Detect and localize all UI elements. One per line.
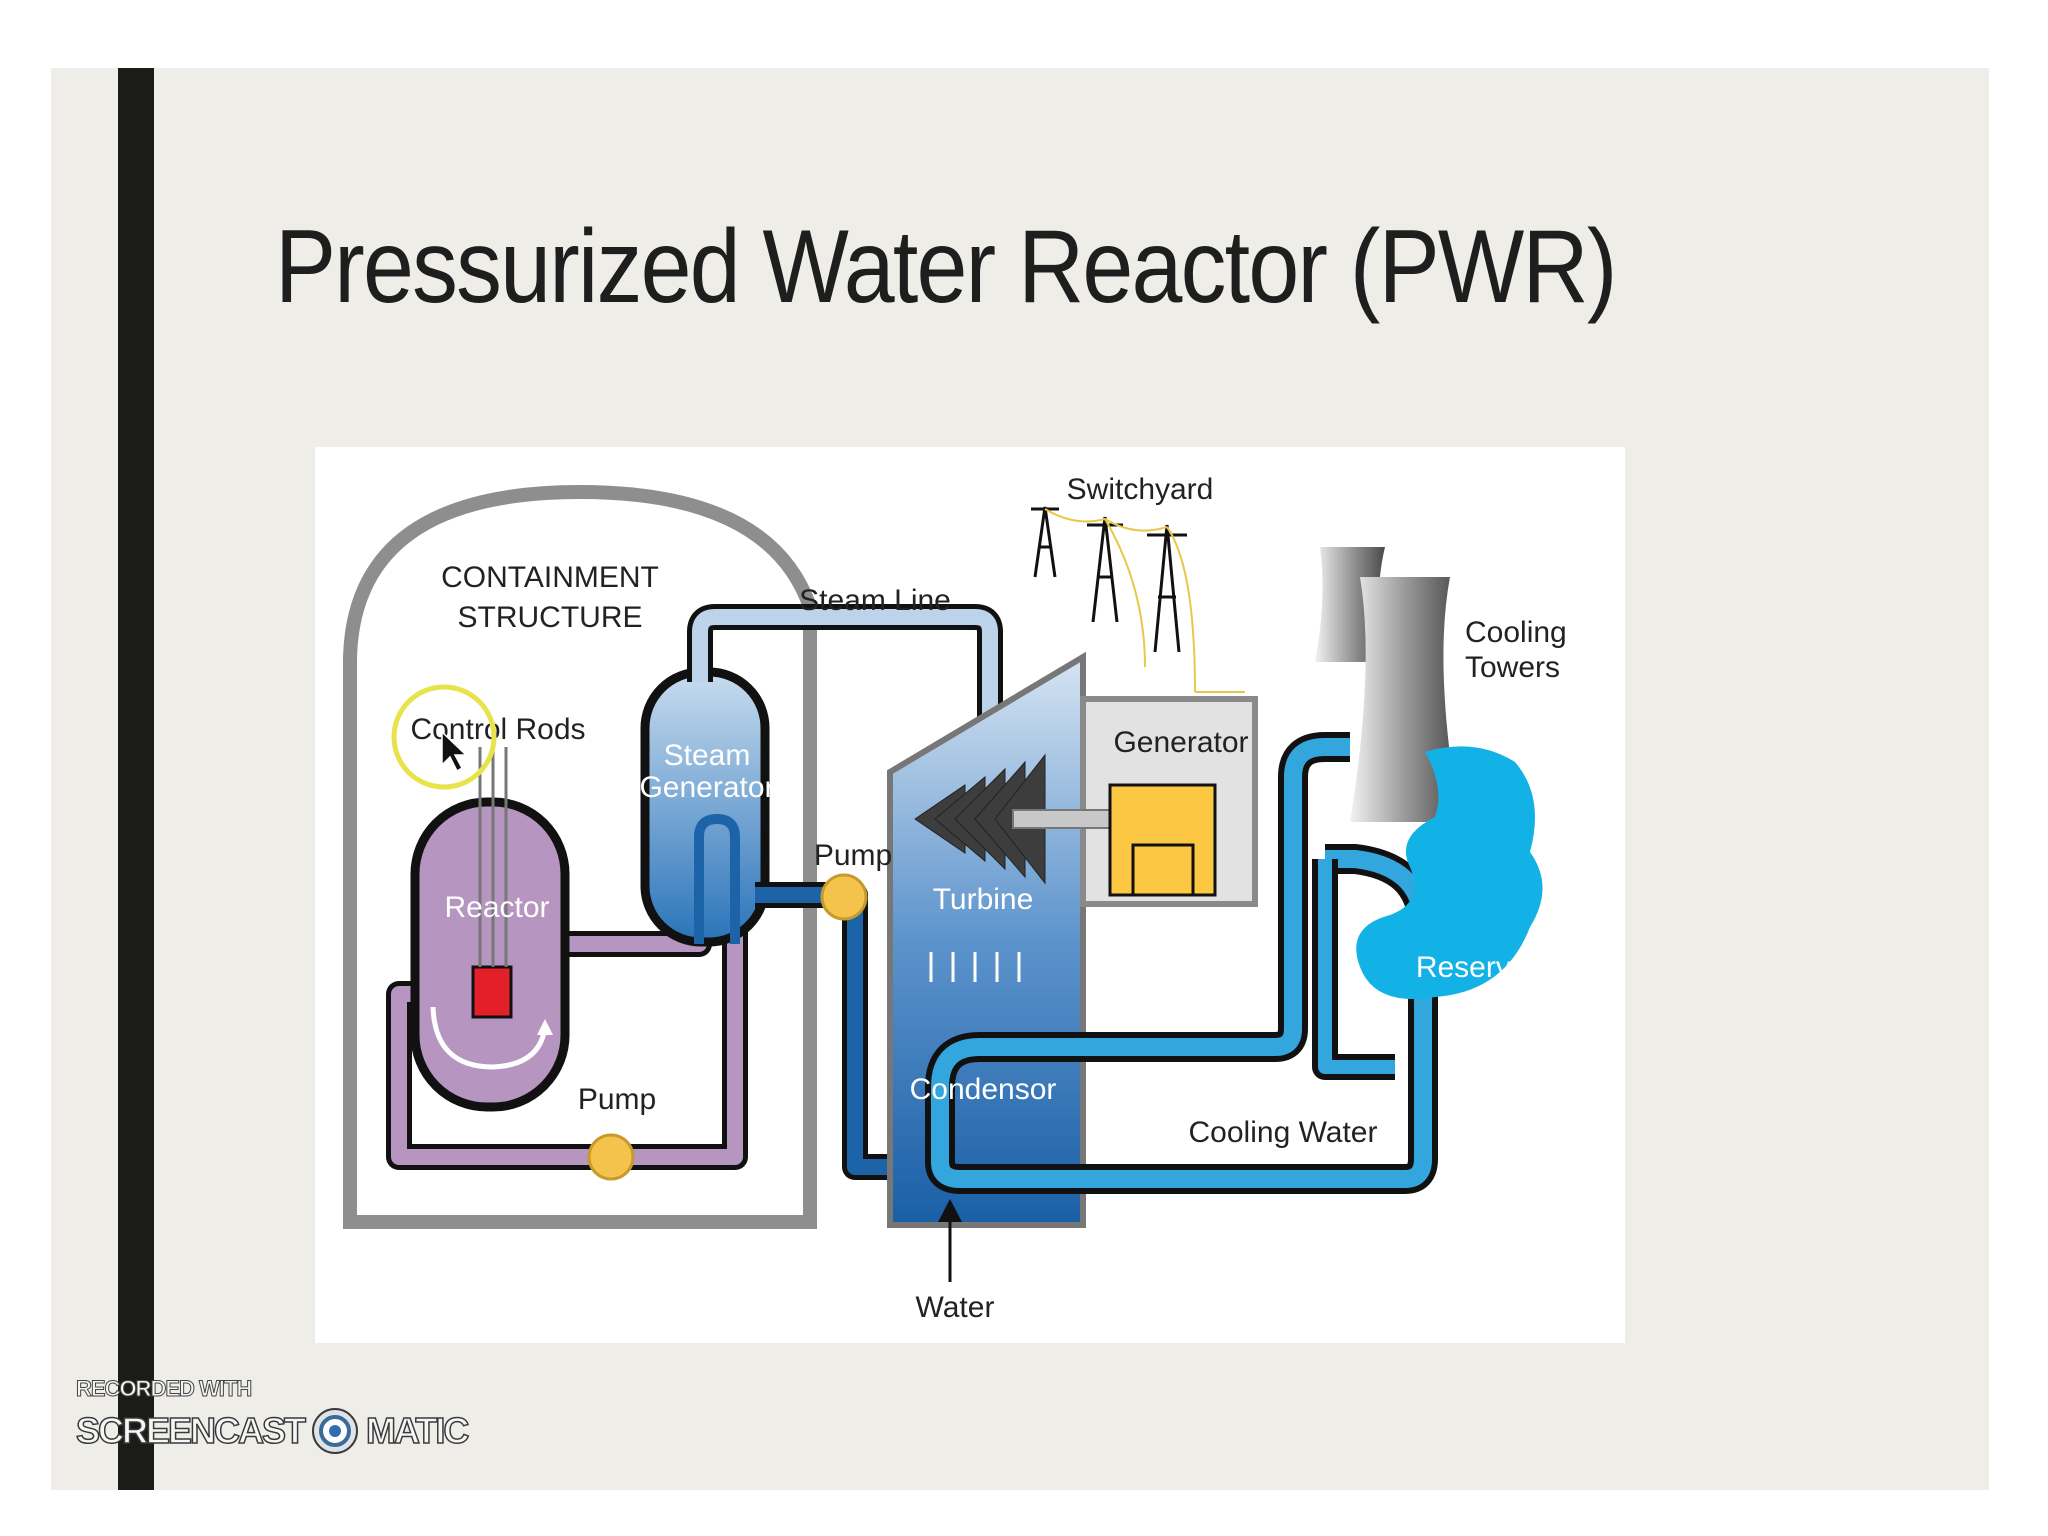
label-cooling-towers: Cooling [1465, 616, 1567, 649]
generator [1012, 696, 1258, 907]
label-cooling-water: Cooling Water [1189, 1116, 1378, 1149]
slide-accent-bar [118, 68, 154, 1490]
slide-title: Pressurized Water Reactor (PWR) [275, 209, 1617, 325]
cursor-highlight [391, 684, 497, 790]
pump-primary [587, 1133, 635, 1181]
label-turbine: Turbine [933, 883, 1034, 916]
pump-secondary [820, 873, 868, 921]
feedwater-loop [755, 882, 905, 1180]
turbine-condensor [887, 651, 1086, 1228]
label-steam-generator-2: Generator [639, 771, 774, 804]
control-rods [478, 747, 508, 967]
steam-generator [640, 667, 770, 947]
reservoir [1356, 746, 1543, 999]
label-reservoir: Reservoir [1416, 951, 1544, 984]
watermark-recorded-with: RECORDED WITH [75, 1376, 252, 1402]
label-steam-line: Steam Line [799, 584, 951, 617]
label-cooling-towers-2: Towers [1465, 651, 1560, 684]
label-pump-secondary: Pump [814, 839, 892, 872]
reactor-core [471, 965, 513, 1019]
cooling-water-loop [925, 732, 1438, 1194]
water-inlet-arrow [938, 1199, 962, 1282]
slide: Pressurized Water Reactor (PWR) [51, 68, 1989, 1490]
label-switchyard: Switchyard [1067, 473, 1214, 506]
watermark-screencast: SCREENCAST [75, 1409, 307, 1452]
watermark-matic: MATIC [365, 1409, 470, 1452]
screencast-watermark: RECORDED WITH SCREENCAST MATIC [75, 1376, 470, 1456]
pwr-diagram: CONTAINMENT STRUCTURE Control Rods React… [315, 447, 1625, 1343]
label-pump-primary: Pump [578, 1083, 656, 1116]
label-containment: CONTAINMENT [441, 561, 659, 594]
label-steam-generator: Steam [664, 739, 751, 772]
condensor-arrows [929, 952, 1021, 982]
label-condensor: Condensor [910, 1073, 1057, 1106]
label-reactor: Reactor [444, 891, 549, 924]
switchyard-towers [1031, 506, 1245, 693]
label-control-rods: Control Rods [410, 713, 585, 746]
label-containment-2: STRUCTURE [458, 601, 643, 634]
steam-line [687, 604, 1003, 747]
containment-structure [343, 484, 817, 1229]
label-generator: Generator [1113, 726, 1248, 759]
label-water: Water [916, 1291, 995, 1324]
reactor-vessel [410, 747, 570, 1112]
screencast-logo-icon [312, 1408, 359, 1454]
